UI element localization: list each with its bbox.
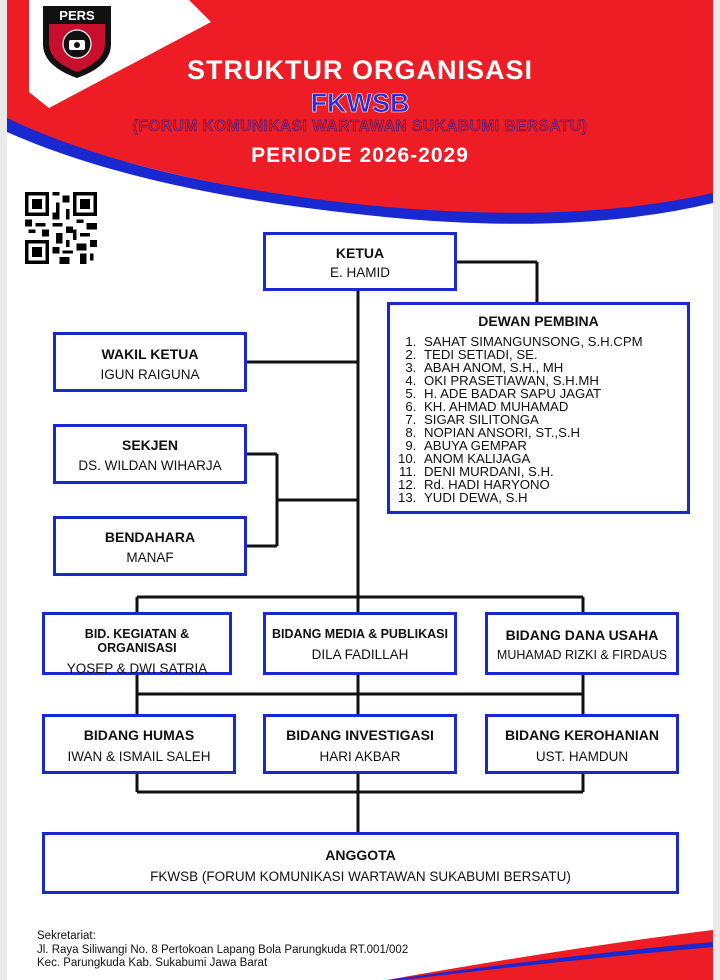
bendahara-box: BENDAHARA MANAF <box>53 516 247 576</box>
bidang-title: BIDANG DANA USAHA <box>505 627 659 643</box>
footer-label: Sekretariat: <box>37 930 96 942</box>
wakil-name: IGUN RAIGUNA <box>100 367 200 382</box>
list-item: SIGAR SILITONGA <box>420 413 687 426</box>
bidang-title: BID. KEGIATAN & ORGANISASI <box>84 627 190 655</box>
list-item: Rd. HADI HARYONO <box>420 478 687 491</box>
sekjen-name: DS. WILDAN WIHARJA <box>78 458 222 473</box>
list-item: SAHAT SIMANGUNSONG, S.H.CPM <box>420 335 687 348</box>
bidang-kerohanian-box: BIDANG KEROHANIAN UST. HAMDUN <box>485 714 679 774</box>
bidang-name: MUHAMAD RIZKI & FIRDAUS <box>496 648 668 662</box>
list-item: YUDI DEWA, S.H <box>420 491 687 504</box>
bidang-title: BIDANG INVESTIGASI <box>286 727 434 743</box>
bidang-investigasi-box: BIDANG INVESTIGASI HARI AKBAR <box>263 714 457 774</box>
bendahara-title: BENDAHARA <box>104 529 196 545</box>
list-item: ANOM KALIJAGA <box>420 452 687 465</box>
sekjen-box: SEKJEN DS. WILDAN WIHARJA <box>53 424 247 484</box>
dewan-pembina-box: DEWAN PEMBINA SAHAT SIMANGUNSONG, S.H.CP… <box>387 302 690 514</box>
wakil-ketua-box: WAKIL KETUA IGUN RAIGUNA <box>53 332 247 392</box>
pembina-title: DEWAN PEMBINA <box>478 313 599 329</box>
secretariat-address: Sekretariat: Jl. Raya Siliwangi No. 8 Pe… <box>37 930 408 971</box>
list-item: ABUYA GEMPAR <box>420 439 687 452</box>
org-chart-page: PERS STRUKTUR ORGANISASI FKWSB (FORUM KO… <box>7 0 713 980</box>
list-item: TEDI SETIADI, SE. <box>420 348 687 361</box>
org-full-name: (FORUM KOMUNIKASI WARTAWAN SUKABUMI BERS… <box>132 118 588 136</box>
bidang-name: IWAN & ISMAIL SALEH <box>67 749 211 764</box>
page-title: STRUKTUR ORGANISASI <box>186 55 533 85</box>
list-item: DENI MURDANI, S.H. <box>420 465 687 478</box>
list-item: NOPIAN ANSORI, ST.,S.H <box>420 426 687 439</box>
bidang-title: BIDANG MEDIA & PUBLIKASI <box>272 627 448 641</box>
bidang-dana-box: BIDANG DANA USAHA MUHAMAD RIZKI & FIRDAU… <box>485 612 679 675</box>
bidang-title: BIDANG KEROHANIAN <box>505 727 659 743</box>
pembina-list: SAHAT SIMANGUNSONG, S.H.CPM TEDI SETIADI… <box>390 335 687 504</box>
ketua-box: KETUA E. HAMID <box>263 232 457 291</box>
list-item: OKI PRASETIAWAN, S.H.MH <box>420 374 687 387</box>
anggota-title: ANGGOTA <box>325 847 396 863</box>
bidang-humas-box: BIDANG HUMAS IWAN & ISMAIL SALEH <box>42 714 236 774</box>
list-item: ABAH ANOM, S.H., MH <box>420 361 687 374</box>
ketua-title: KETUA <box>335 245 385 261</box>
org-short-name: FKWSB <box>310 88 410 119</box>
bendahara-name: MANAF <box>126 550 174 565</box>
list-item: KH. AHMAD MUHAMAD <box>420 400 687 413</box>
sekjen-title: SEKJEN <box>121 437 179 453</box>
bidang-name: DILA FADILLAH <box>311 647 409 662</box>
bidang-title: BIDANG HUMAS <box>83 727 195 743</box>
logo-text: PERS <box>59 8 95 23</box>
wakil-title: WAKIL KETUA <box>101 346 199 362</box>
footer-line-2: Kec. Parungkuda Kab. Sukabumi Jawa Barat <box>37 957 268 969</box>
pers-logo: PERS <box>43 6 111 78</box>
connector-lines <box>135 260 585 832</box>
header-background <box>7 0 713 980</box>
bidang-media-box: BIDANG MEDIA & PUBLIKASI DILA FADILLAH <box>263 612 457 675</box>
footer-line-1: Jl. Raya Siliwangi No. 8 Pertokoan Lapan… <box>37 943 409 956</box>
bidang-name: YOSEP & DWI SATRIA <box>66 661 208 676</box>
anggota-name: FKWSB (FORUM KOMUNIKASI WARTAWAN SUKABUM… <box>150 869 571 884</box>
bidang-kegiatan-box: BID. KEGIATAN & ORGANISASI YOSEP & DWI S… <box>42 612 232 676</box>
bidang-name: UST. HAMDUN <box>535 749 629 764</box>
qr-code-icon <box>25 192 97 264</box>
list-item: H. ADE BADAR SAPU JAGAT <box>420 387 687 400</box>
anggota-box: ANGGOTA FKWSB (FORUM KOMUNIKASI WARTAWAN… <box>42 832 679 894</box>
bidang-name: HARI AKBAR <box>319 749 401 764</box>
period-label: PERIODE 2026-2029 <box>251 144 469 167</box>
ketua-name: E. HAMID <box>329 265 390 280</box>
